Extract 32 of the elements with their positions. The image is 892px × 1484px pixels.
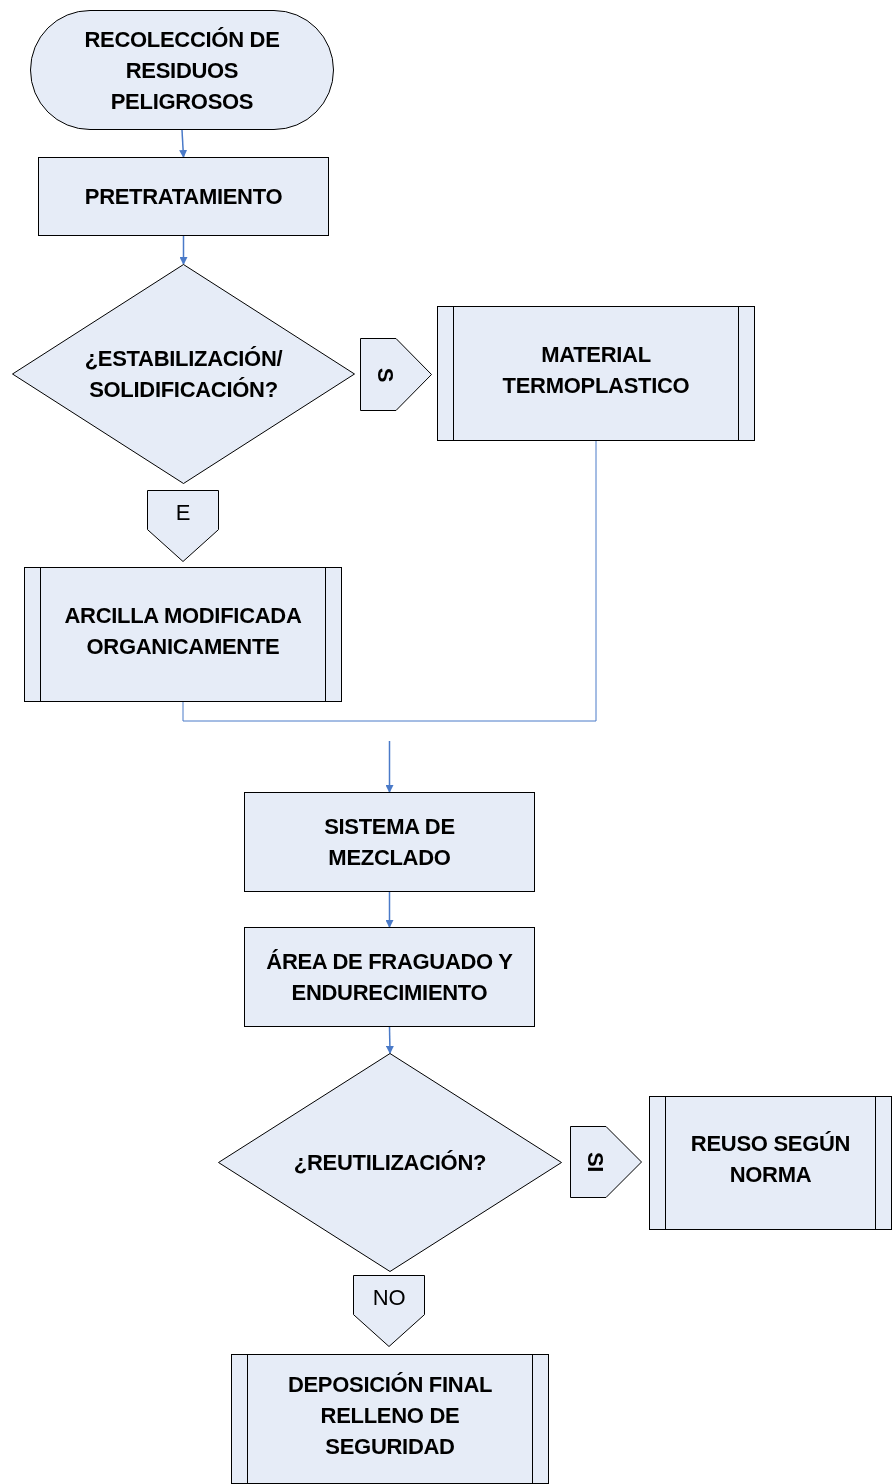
- process-label: SISTEMA DE MEZCLADO: [323, 813, 456, 872]
- predefined-process-box: [649, 1096, 892, 1230]
- process-label: REUSO SEGÚN NORMA: [689, 1130, 852, 1189]
- decision-label: ¿REUTILIZACIÓN?: [293, 1149, 487, 1177]
- connector-arrow: [385, 740, 394, 793]
- process-box: [244, 927, 535, 1027]
- connector-arrow: [179, 129, 188, 158]
- decision-diamond: [218, 1053, 562, 1272]
- branch-label: NO: [372, 1287, 406, 1309]
- predefined-process-box: [231, 1354, 549, 1484]
- process-box: [38, 157, 329, 236]
- process-label: ARCILLA MODIFICADA ORGANICAMENTE: [63, 601, 303, 661]
- process-box: [244, 792, 535, 892]
- predefined-process-box: [24, 567, 342, 702]
- process-label: ÁREA DE FRAGUADO Y ENDURECIMIENTO: [265, 948, 514, 1007]
- process-label: DEPOSICIÓN FINAL RELLENO DE SEGURIDAD: [286, 1370, 494, 1461]
- off-page-connector: [147, 490, 219, 562]
- process-label: MATERIAL TERMOPLASTICO: [501, 340, 691, 400]
- decision-label: ¿ESTABILIZACIÓN/ SOLIDIFICACIÓN?: [83, 345, 284, 404]
- branch-label: S: [374, 367, 396, 382]
- off-page-connector: [360, 338, 432, 411]
- connector-arrow: [179, 235, 188, 265]
- off-page-connector: [570, 1126, 642, 1198]
- connector-arrow: [385, 1026, 394, 1054]
- terminator-label: RECOLECCIÓN DE RESIDUOS PELIGROSOS: [83, 25, 281, 116]
- predefined-process-box: [437, 306, 755, 441]
- decision-diamond: [12, 264, 355, 484]
- connector-arrow: [385, 891, 394, 928]
- branch-label: E: [175, 502, 191, 524]
- process-label: PRETRATAMIENTO: [84, 183, 283, 211]
- branch-label: SI: [584, 1151, 606, 1173]
- off-page-connector: [353, 1275, 425, 1347]
